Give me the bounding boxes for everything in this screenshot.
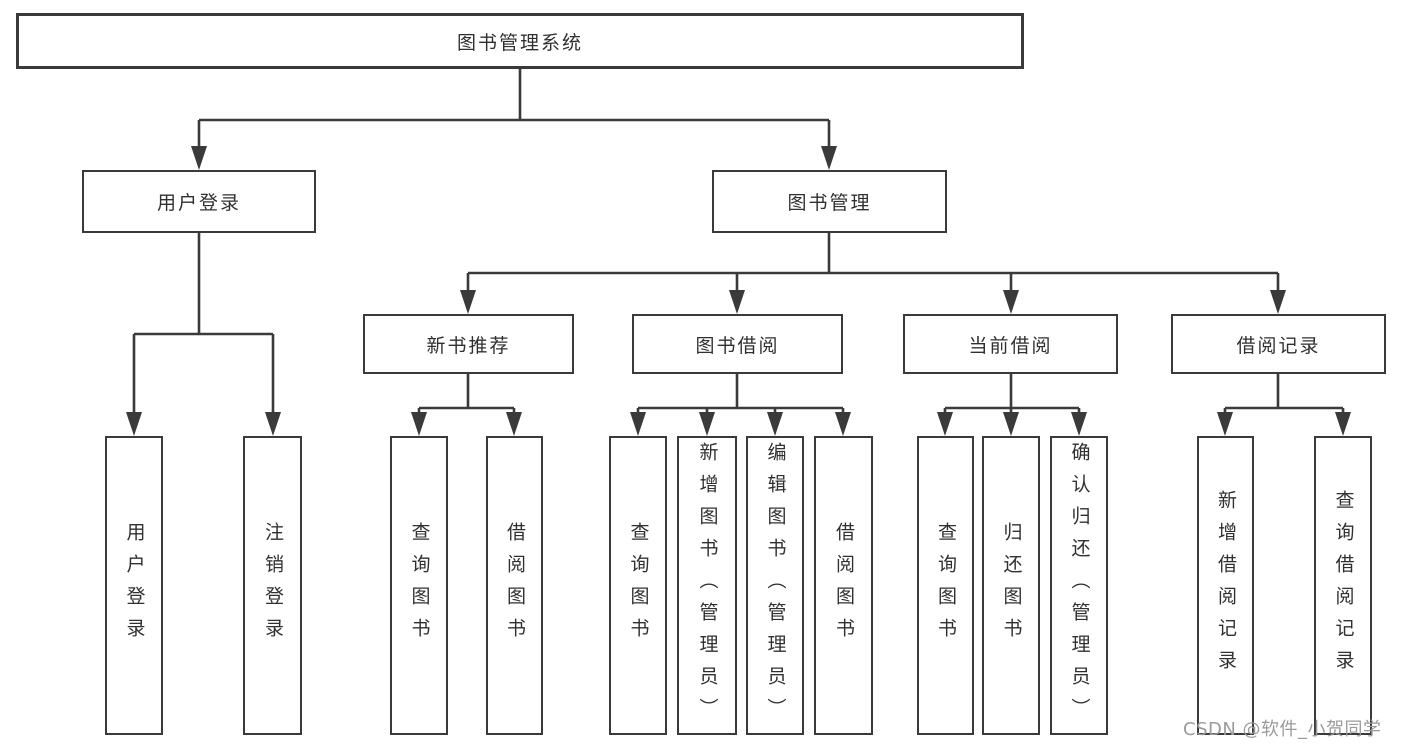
leaf-edit-book-admin: 编辑图书（管理员） (746, 436, 804, 735)
leaf-borrow-books-recommend-label: 借阅图书 (504, 521, 526, 650)
leaf-add-book-admin: 新增图书（管理员） (677, 436, 737, 735)
leaf-borrow-books: 借阅图书 (814, 436, 873, 735)
connector-book-management-to-level3 (460, 233, 1286, 314)
connector-user-login-to-leaves (126, 233, 281, 436)
node-book-borrow: 图书借阅 (632, 314, 843, 374)
leaf-logout: 注销登录 (243, 436, 302, 735)
leaf-borrow-books-recommend: 借阅图书 (486, 436, 543, 735)
node-current-borrow: 当前借阅 (903, 314, 1118, 374)
leaf-user-login: 用户登录 (105, 436, 163, 735)
leaf-borrow-books-label: 借阅图书 (833, 521, 855, 650)
leaf-query-books-borrow: 查询图书 (609, 436, 667, 735)
leaf-add-borrow-record-label: 新增借阅记录 (1215, 489, 1237, 682)
leaf-add-borrow-record: 新增借阅记录 (1197, 436, 1254, 735)
leaf-query-borrow-record: 查询借阅记录 (1314, 436, 1372, 735)
leaf-return-book: 归还图书 (982, 436, 1040, 735)
leaf-query-books-current-label: 查询图书 (935, 521, 957, 650)
leaf-logout-label: 注销登录 (262, 521, 284, 650)
node-book-management: 图书管理 (712, 170, 947, 233)
leaf-query-books-recommend-label: 查询图书 (408, 521, 431, 650)
leaf-confirm-return-admin-label: 确认归还（管理员） (1068, 441, 1091, 730)
connector-borrow-records-to-leaves (1217, 374, 1351, 436)
leaf-query-borrow-record-label: 查询借阅记录 (1332, 489, 1355, 682)
leaf-query-books-current: 查询图书 (917, 436, 974, 735)
node-borrow-records: 借阅记录 (1171, 314, 1386, 374)
leaf-return-book-label: 归还图书 (1000, 521, 1023, 650)
leaf-edit-book-admin-label: 编辑图书（管理员） (764, 441, 787, 730)
watermark: CSDN @软件_小贺同学 (1183, 719, 1382, 740)
connector-root-to-level2 (191, 69, 837, 170)
leaf-add-book-admin-label: 新增图书（管理员） (696, 441, 719, 730)
node-user-login: 用户登录 (82, 170, 316, 233)
leaf-query-books-borrow-label: 查询图书 (627, 521, 650, 650)
connector-current-borrow-to-leaves (937, 374, 1087, 436)
connector-new-book-recommend-to-leaves (411, 374, 522, 436)
connector-book-borrow-to-leaves (630, 374, 851, 436)
node-new-book-recommend: 新书推荐 (363, 314, 574, 374)
leaf-query-books-recommend: 查询图书 (390, 436, 448, 735)
leaf-confirm-return-admin: 确认归还（管理员） (1050, 436, 1108, 735)
node-root: 图书管理系统 (16, 13, 1024, 69)
leaf-user-login-label: 用户登录 (123, 521, 146, 650)
